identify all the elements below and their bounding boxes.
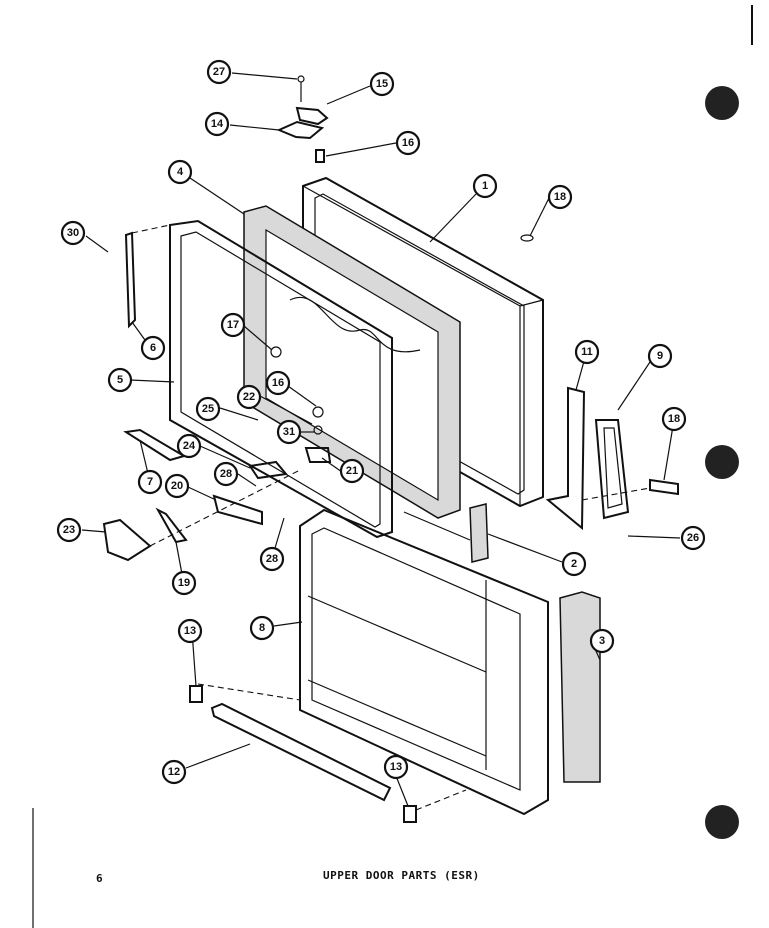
svg-text:11: 11	[581, 346, 593, 358]
top-hinge	[276, 106, 329, 163]
svg-text:9: 9	[657, 350, 663, 362]
binder-hole-middle	[705, 445, 739, 479]
callout-15: 15	[369, 71, 395, 97]
binder-hole-bottom	[705, 805, 739, 839]
callout-7: 7	[137, 469, 163, 495]
svg-text:18: 18	[554, 191, 566, 203]
callout-8: 8	[249, 615, 275, 641]
page-number: 6	[96, 872, 104, 885]
callout-31: 31	[276, 419, 302, 445]
svg-text:15: 15	[376, 78, 388, 90]
callout-25: 25	[195, 396, 221, 422]
svg-text:13: 13	[390, 761, 402, 773]
svg-text:6: 6	[150, 342, 156, 354]
svg-text:22: 22	[243, 391, 255, 403]
callout-4: 4	[167, 159, 193, 185]
handle-bracket	[545, 386, 586, 531]
svg-text:25: 25	[202, 403, 214, 415]
callout-11: 11	[574, 339, 600, 365]
svg-text:7: 7	[147, 476, 153, 488]
callout-19: 19	[171, 570, 197, 596]
callout-28-lower: 28	[259, 546, 285, 572]
callout-24: 24	[176, 433, 202, 459]
callout-23: 23	[56, 517, 82, 543]
svg-text:17: 17	[227, 319, 239, 331]
door-inner-frame	[169, 219, 393, 539]
callout-16: 16	[395, 130, 421, 156]
svg-text:21: 21	[346, 465, 358, 477]
svg-text:12: 12	[168, 766, 180, 778]
svg-text:14: 14	[211, 118, 224, 130]
callout-3: 3	[589, 628, 615, 654]
diagram-title: UPPER DOOR PARTS (ESR)	[323, 869, 480, 882]
callout-20: 20	[164, 473, 190, 499]
callout-22: 22	[236, 384, 262, 410]
trim-strip	[124, 231, 137, 329]
rail-clip-right	[403, 805, 417, 823]
binder-hole-top	[705, 86, 739, 120]
callout-2: 2	[561, 551, 587, 577]
svg-text:2: 2	[571, 558, 577, 570]
callout-5: 5	[107, 367, 133, 393]
svg-text:18: 18	[668, 413, 680, 425]
callout-17: 17	[220, 312, 246, 338]
svg-text:28: 28	[266, 553, 278, 565]
lower-hinge-assembly	[102, 346, 332, 562]
svg-text:3: 3	[599, 635, 605, 647]
callout-13: 13	[177, 618, 203, 644]
callout-27: 27	[206, 59, 232, 85]
svg-text:26: 26	[687, 532, 699, 544]
svg-text:13: 13	[184, 625, 196, 637]
svg-text:24: 24	[183, 440, 196, 452]
door-bottom-rail	[210, 702, 392, 802]
callout-26: 26	[680, 525, 706, 551]
svg-text:8: 8	[259, 622, 265, 634]
callout-1: 1	[472, 173, 498, 199]
svg-text:31: 31	[283, 426, 295, 438]
svg-text:28: 28	[220, 468, 232, 480]
callout-12: 12	[161, 759, 187, 785]
svg-text:27: 27	[213, 66, 225, 78]
callout-14: 14	[204, 111, 230, 137]
svg-text:30: 30	[67, 227, 79, 239]
callout-9: 9	[647, 343, 673, 369]
svg-text:5: 5	[117, 374, 123, 386]
door-side-trim	[559, 591, 601, 783]
door-liner	[299, 508, 549, 816]
svg-text:16: 16	[272, 377, 284, 389]
door-stop-plate	[123, 428, 187, 462]
door-handle	[594, 419, 630, 520]
rail-clip-left	[189, 685, 203, 703]
svg-text:23: 23	[63, 524, 75, 536]
callout-16-lower: 16	[265, 370, 291, 396]
plug-cap	[520, 234, 534, 242]
handle-insert	[649, 478, 679, 496]
callout-30: 30	[60, 220, 86, 246]
door-bottom-trim	[469, 503, 489, 563]
callout-6: 6	[140, 335, 166, 361]
svg-text:20: 20	[171, 480, 183, 492]
callout-21: 21	[339, 458, 365, 484]
svg-text:4: 4	[177, 166, 184, 178]
callout-28: 28	[213, 461, 239, 487]
callout-18: 18	[547, 184, 573, 210]
svg-text:1: 1	[482, 180, 488, 192]
leader-lines	[81, 72, 681, 807]
callout-18-right: 18	[661, 406, 687, 432]
svg-text:19: 19	[178, 577, 190, 589]
callout-13-right: 13	[383, 754, 409, 780]
svg-text:16: 16	[402, 137, 414, 149]
